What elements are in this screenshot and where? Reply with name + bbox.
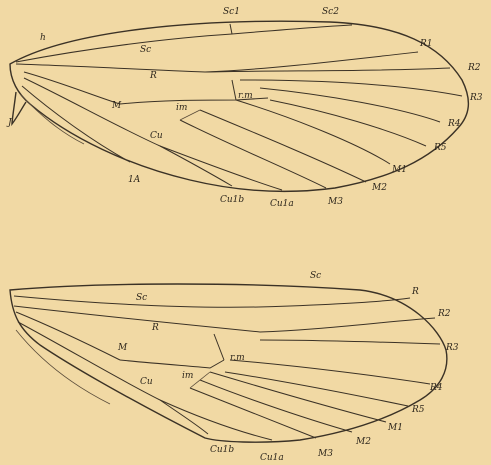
label-hw-r3: R3 [445,343,459,353]
forewing-jugal-lobe [12,92,26,124]
forewing-crossvein-rm [232,80,236,100]
label-hw-cu1a: Cu1a [260,453,284,463]
label-hw-sc-top: Sc [310,271,321,281]
label-fw-im: im [176,103,187,113]
hindwing-discal-cell [120,360,224,368]
label-fw-sc2: Sc2 [322,7,339,17]
label-hw-cu1b: Cu1b [210,445,234,455]
label-hw-m2: M2 [355,437,371,447]
label-fw-cu1a: Cu1a [270,199,294,209]
forewing-vein-cu1a [160,146,282,190]
label-fw-r: R [149,71,157,81]
hindwing-vein-r3 [260,340,440,344]
label-hw-m3: M3 [317,449,333,459]
label-hw-m: M [117,343,128,353]
hindwing-vein-cu [18,322,160,400]
hindwing-crossvein-rm [214,334,224,360]
hindwing-vein-r4 [230,360,430,384]
forewing-vein-r [16,52,418,72]
forewing-vein-2a [20,94,84,144]
hindwing-vein-anal [16,330,110,404]
label-fw-r5: R5 [433,143,447,153]
forewing-vein-m2 [200,110,366,182]
label-fw-r1: R1 [419,39,433,49]
label-fw-h: h [40,33,46,43]
label-hw-cu: Cu [140,377,153,387]
forewing-vein-cu1b [160,146,232,186]
label-hw-r: R [151,323,159,333]
hindwing-vein-m1 [210,372,386,422]
label-hw-r2: R2 [437,309,451,319]
label-fw-m3: M3 [327,197,343,207]
hindwing [10,284,447,442]
label-hw-r4: R4 [429,383,443,393]
hindwing-vein-m3 [190,388,316,438]
label-fw-rm: r.m [238,91,253,101]
label-fw-m2: M2 [371,183,387,193]
label-hw-r-tip: R [411,287,419,297]
label-fw-r4: R4 [447,119,461,129]
hindwing-vein-m2 [200,380,352,432]
forewing-vein-r3 [240,80,462,96]
hindwing-vein-cu1a [160,400,272,440]
label-fw-cu: Cu [150,131,163,141]
label-fw-sc1: Sc1 [223,7,240,17]
hindwing-vein-r [14,306,435,332]
label-hw-sc: Sc [136,293,147,303]
label-hw-m1: M1 [387,423,403,433]
forewing-vein-r5 [270,100,426,146]
label-fw-r2: R2 [467,63,481,73]
forewing-vein-sc [16,25,352,62]
label-fw-1a: 1A [128,175,141,185]
label-hw-r5: R5 [411,405,425,415]
label-fw-r3: R3 [469,93,483,103]
forewing-vein-cu [24,78,160,146]
label-hw-im: im [182,371,193,381]
label-fw-m1: M1 [391,165,407,175]
hindwing-labels: Sc Sc R R R2 R3 R4 R5 r.m M im Cu M1 M2 … [117,271,459,463]
hindwing-vein-sc [14,296,410,307]
forewing-vein-sc1-branch [230,24,232,34]
label-hw-rm: r.m [230,353,245,363]
label-fw-cu1b: Cu1b [220,195,244,205]
label-fw-m: M [111,101,122,111]
label-fw-sc: Sc [140,45,151,55]
hindwing-vein-m [16,312,120,360]
